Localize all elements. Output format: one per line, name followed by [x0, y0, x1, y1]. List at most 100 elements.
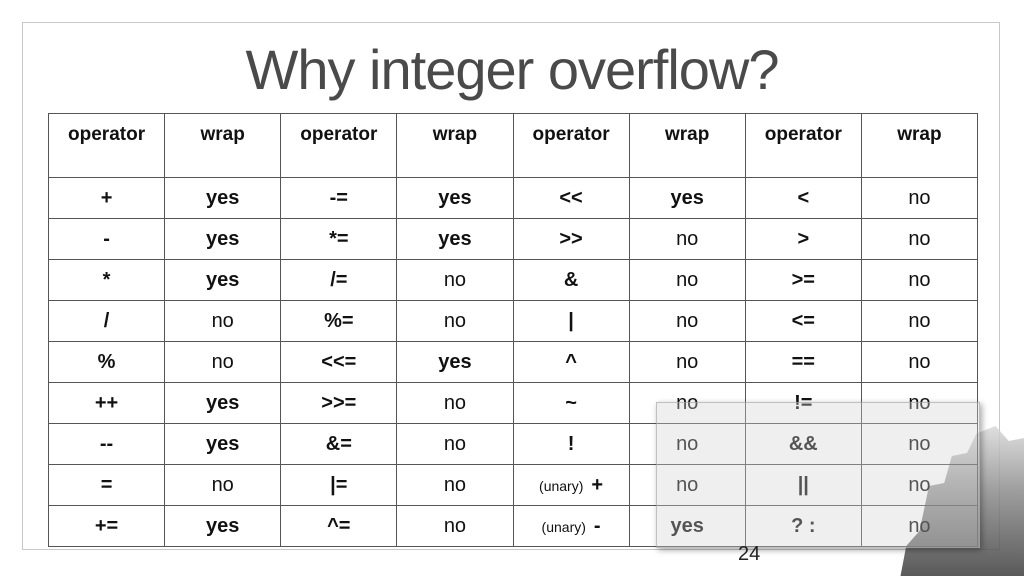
operator-symbol: +=	[94, 514, 119, 537]
wrap-value-cell: no	[860, 341, 979, 383]
column-header: operator	[47, 113, 166, 178]
operator-symbol: -	[103, 227, 110, 250]
operator-symbol: %=	[324, 309, 354, 332]
wrap-value-cell: no	[628, 259, 746, 301]
operator-symbol: -	[593, 514, 601, 537]
operator-symbol: >>=	[321, 391, 357, 414]
unary-prefix-label: (unary)	[539, 477, 584, 494]
operator-symbol: +	[591, 473, 604, 496]
operator-cell: %=	[280, 300, 398, 342]
operator-symbol: ++	[94, 391, 119, 414]
table-body: +yes-=yes<<yes<no-yes*=yes>>no>no*yes/=n…	[47, 177, 979, 547]
operator-cell: &=	[280, 423, 398, 465]
column-header: operator	[280, 113, 398, 178]
operator-cell: /=	[280, 259, 398, 301]
wrap-value-cell: yes	[164, 382, 282, 424]
wrap-value-cell: yes	[164, 177, 282, 219]
wrap-value-cell: yes	[396, 177, 514, 219]
operator-symbol: <<=	[321, 350, 357, 373]
operator-symbol: &&	[788, 432, 818, 455]
operator-cell: -	[47, 218, 166, 260]
table-row: -yes*=yes>>no>no	[47, 218, 979, 260]
operator-symbol: /	[103, 309, 110, 332]
operator-cell: /	[47, 300, 166, 342]
operator-symbol: ? :	[791, 514, 816, 537]
operator-symbol: |	[568, 309, 574, 332]
wrap-value-cell: no	[164, 464, 282, 506]
operator-cell: !=	[744, 382, 862, 424]
wrap-value-cell: yes	[164, 423, 282, 465]
column-header: operator	[744, 113, 862, 178]
operator-symbol: =	[100, 473, 113, 496]
operator-wrap-table: operator wrap operator wrap operator wra…	[47, 113, 979, 547]
wrap-value-cell: yes	[164, 505, 282, 547]
operator-cell: *=	[280, 218, 398, 260]
column-header: operator	[512, 113, 630, 178]
wrap-value-cell: no	[396, 382, 514, 424]
operator-cell: +	[47, 177, 166, 219]
wrap-value-cell: yes	[164, 259, 282, 301]
wrap-value-cell: no	[860, 382, 979, 424]
operator-cell: ^	[512, 341, 630, 383]
column-header: wrap	[164, 113, 282, 178]
wrap-value-cell: no	[396, 259, 514, 301]
operator-cell: +=	[47, 505, 166, 547]
page-number: 24	[738, 543, 761, 565]
watermark-overlay	[656, 402, 980, 548]
operator-symbol: >	[797, 227, 810, 250]
wrap-value-cell: no	[164, 300, 282, 342]
operator-cell: !	[512, 423, 630, 465]
operator-symbol: <<	[559, 186, 583, 209]
wrap-value-cell: no	[628, 382, 746, 424]
wrap-value-cell: no	[396, 464, 514, 506]
table-row: *yes/=no&no>=no	[47, 259, 979, 301]
operator-cell: --	[47, 423, 166, 465]
wrap-value-cell: no	[860, 259, 979, 301]
wrap-value-cell: no	[860, 423, 979, 465]
operator-cell: %	[47, 341, 166, 383]
operator-symbol: ^	[565, 350, 577, 373]
operator-symbol: ^=	[327, 514, 351, 537]
operator-cell: *	[47, 259, 166, 301]
column-header: wrap	[396, 113, 514, 178]
operator-symbol: %	[97, 350, 116, 373]
wrap-value-cell: no	[860, 505, 979, 547]
wrap-value-cell: no	[628, 218, 746, 260]
operator-cell: (unary) +	[512, 464, 630, 506]
operator-symbol: --	[99, 432, 114, 455]
table-row: +=yes^=no(unary)-yes? :no	[47, 505, 979, 547]
wrap-value-cell: no	[860, 300, 979, 342]
wrap-value-cell: no	[860, 464, 979, 506]
wrap-value-cell: no	[860, 218, 979, 260]
operator-symbol: >>	[559, 227, 583, 250]
operator-symbol: >=	[791, 268, 815, 291]
wrap-value-cell: no	[628, 464, 746, 506]
wrap-value-cell: no	[860, 177, 979, 219]
operator-cell: ^=	[280, 505, 398, 547]
wrap-value-cell: no	[628, 423, 746, 465]
operator-symbol: !	[567, 432, 575, 455]
table-row: +yes-=yes<<yes<no	[47, 177, 979, 219]
operator-cell: <	[744, 177, 862, 219]
wrap-value-cell: no	[396, 300, 514, 342]
operator-cell: |=	[280, 464, 398, 506]
wrap-value-cell: no	[164, 341, 282, 383]
operator-cell: -=	[280, 177, 398, 219]
operator-cell: <=	[744, 300, 862, 342]
column-header: wrap	[628, 113, 746, 178]
wrap-value-cell: yes	[396, 341, 514, 383]
operator-symbol: |=	[330, 473, 348, 496]
table-header-row: operator wrap operator wrap operator wra…	[47, 113, 979, 178]
operator-cell: >>=	[280, 382, 398, 424]
operator-cell: ++	[47, 382, 166, 424]
operator-symbol: *	[102, 268, 111, 291]
operator-cell: ==	[744, 341, 862, 383]
operator-symbol: /=	[330, 268, 348, 291]
column-header: wrap	[860, 113, 979, 178]
operator-symbol: +	[100, 186, 113, 209]
operator-cell: >	[744, 218, 862, 260]
wrap-value-cell: no	[396, 505, 514, 547]
operator-symbol: -=	[329, 186, 348, 209]
table-row: %no<<=yes^no==no	[47, 341, 979, 383]
operator-cell: (unary)-	[512, 505, 630, 547]
